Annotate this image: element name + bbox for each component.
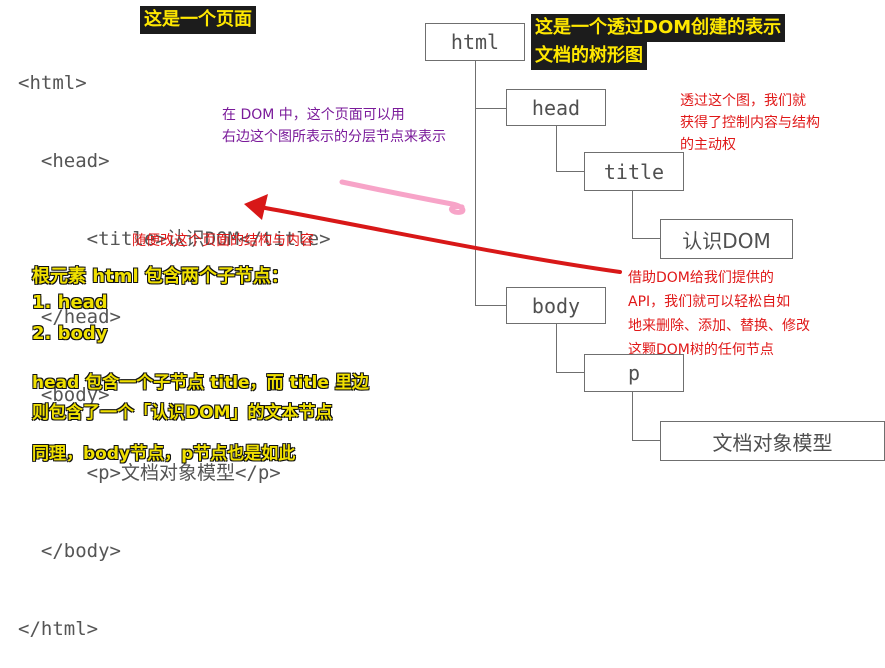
api-note-line-3: 地来删除、添加、替换、修改 <box>628 318 810 334</box>
control-note-line-3: 的主动权 <box>680 137 736 153</box>
connector-body-horizontal <box>475 305 506 306</box>
tree-title-line-2: 文档的树形图 <box>531 42 647 70</box>
control-note-line-1: 透过这个图，我们就 <box>680 93 806 109</box>
connector-head-horizontal <box>475 108 506 109</box>
tree-node-title: title <box>584 152 684 191</box>
explanation-line-2: 1. head <box>32 292 108 313</box>
api-note-line-1: 借助DOM给我们提供的 <box>628 270 774 286</box>
connector-body-vertical <box>556 324 557 373</box>
tree-title-line-1: 这是一个透过DOM创建的表示 <box>531 14 786 42</box>
dom-hierarchy-note-line-1: 在 DOM 中，这个页面可以用 <box>222 107 405 123</box>
code-line: </head> <box>18 306 121 328</box>
dom-hierarchy-note-line-2: 右边这个图所表示的分层节点来表示 <box>222 129 446 145</box>
tree-node-body: body <box>506 287 606 324</box>
connector-p-vertical <box>632 392 633 441</box>
connector-title-vertical <box>632 191 633 239</box>
tree-node-p-text: 文档对象模型 <box>660 421 885 461</box>
api-note-line-2: API，我们就可以轻松自如 <box>628 294 791 310</box>
code-line: </html> <box>18 618 99 640</box>
code-line: <body> <box>18 384 110 406</box>
connector-p-text-horizontal <box>632 440 660 441</box>
page-label: 这是一个页面 <box>140 6 256 34</box>
control-note-line-2: 获得了控制内容与结构 <box>680 115 820 131</box>
pink-squiggle-stroke <box>339 179 466 215</box>
explanation-line-1: 根元素 html 包含两个子节点： <box>32 266 289 287</box>
explanation-line-5: 则包含了一个「认识DOM」的文本节点 <box>32 403 333 423</box>
tree-node-head: head <box>506 89 606 126</box>
tree-node-title-text: 认识DOM <box>660 219 793 259</box>
change-structure-note: 随便改这个页面的结构与内容 <box>132 233 314 249</box>
explanation-line-6: 同理，body节点，p节点也是如此 <box>32 444 296 464</box>
connector-html-vertical <box>475 61 476 306</box>
connector-title-text-horizontal <box>632 238 660 239</box>
connector-title-horizontal <box>556 171 584 172</box>
code-line: </body> <box>18 540 121 562</box>
code-line: <html> <box>18 72 87 94</box>
tree-node-p: p <box>584 354 684 392</box>
connector-p-horizontal <box>556 372 584 373</box>
explanation-line-4: head 包含一个子节点 title，而 title 里边 <box>32 373 369 393</box>
tree-node-html: html <box>425 23 525 61</box>
connector-head-vertical <box>556 126 557 172</box>
explanation-line-3: 2. body <box>32 323 108 344</box>
code-line: <head> <box>18 150 110 172</box>
